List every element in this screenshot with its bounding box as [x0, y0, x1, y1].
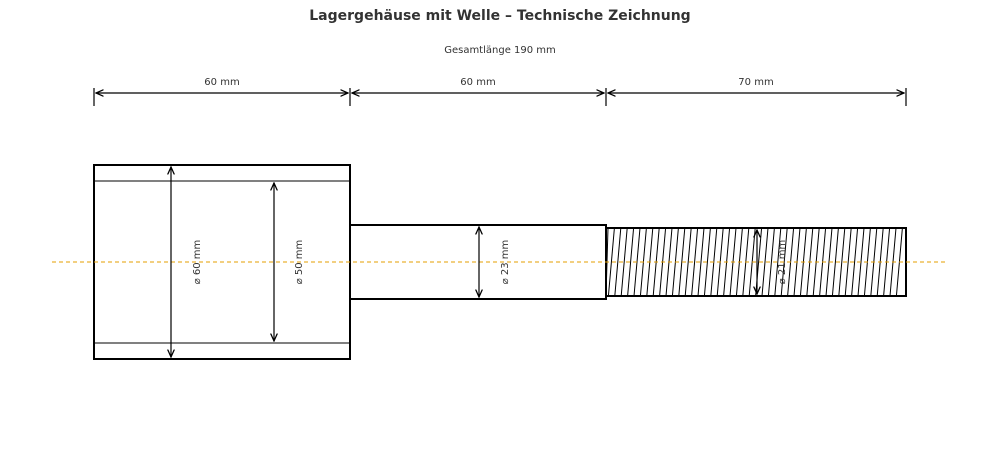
- thread-hatch-line: [691, 227, 699, 297]
- thread-hatch-line: [851, 227, 859, 297]
- shaft-diameter-label: ⌀ 23 mm: [500, 240, 511, 285]
- thread-hatch-line: [761, 227, 769, 297]
- housing-length-label: 60 mm: [204, 77, 239, 88]
- thread-hatch-line: [780, 227, 788, 297]
- total-length-label: Gesamtlänge 190 mm: [444, 45, 556, 56]
- thread-length-label: 70 mm: [738, 77, 773, 88]
- thread-hatch-line: [767, 227, 775, 297]
- shaft-length-label: 60 mm: [460, 77, 495, 88]
- thread-hatch-line: [697, 227, 705, 297]
- thread-hatch-line: [678, 227, 686, 297]
- thread-hatch-line: [627, 227, 635, 297]
- thread-diameter-label: ⌀ 21 mm: [777, 240, 788, 285]
- thread-hatch-line: [703, 227, 711, 297]
- thread-hatch-line: [774, 227, 782, 297]
- thread-hatch-line: [614, 227, 622, 297]
- thread-hatch-line: [831, 227, 839, 297]
- thread-hatch-line: [620, 227, 628, 297]
- housing-inner-diameter-label: ⌀ 50 mm: [294, 240, 305, 285]
- thread-hatch-line: [838, 227, 846, 297]
- thread-hatch-line: [844, 227, 852, 297]
- housing-outer-diameter-label: ⌀ 60 mm: [192, 240, 203, 285]
- thread-hatch-line: [684, 227, 692, 297]
- thread-hatch-line: [607, 227, 615, 297]
- drawing-title: Lagergehäuse mit Welle – Technische Zeic…: [309, 8, 690, 24]
